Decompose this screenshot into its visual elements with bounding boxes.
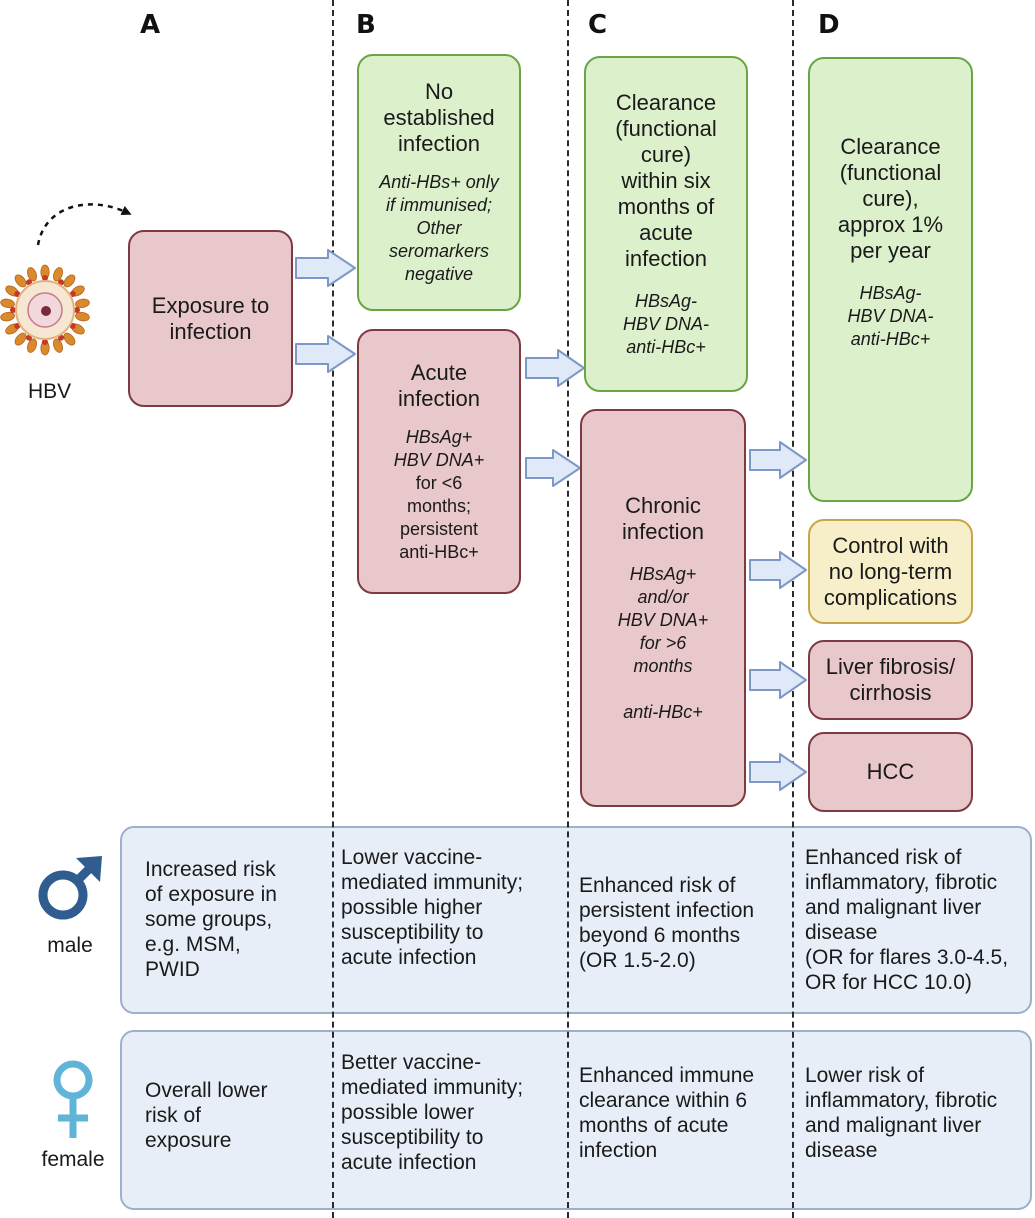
column-header-d: D — [818, 10, 840, 40]
column-divider-ab — [332, 0, 334, 1218]
clearance-c-markers: HBsAg- HBV DNA- anti-HBc+ — [622, 290, 709, 357]
female-risk-band — [120, 1030, 1032, 1210]
column-header-c: C — [588, 10, 608, 40]
female-label: female — [41, 1148, 105, 1171]
female-symbol-icon — [53, 1060, 93, 1138]
acute-title: Acute infection — [398, 359, 480, 411]
fibrosis-title: Liver fibrosis/ cirrhosis — [825, 654, 956, 705]
hcc-title: HCC — [866, 759, 915, 784]
exposure-title: Exposure to infection — [151, 292, 270, 344]
chronic-title: Chronic infection — [622, 492, 704, 544]
fibrosis-box: Liver fibrosis/ cirrhosis — [808, 640, 973, 720]
arrow-chronic-to-hcc — [749, 753, 807, 791]
no-infection-markers: Anti-HBs+ only if immunised; Other serom… — [379, 172, 499, 284]
female-column-d-text: Lower risk of inflammatory, fibrotic and… — [805, 1064, 998, 1162]
clearance-per-year-box: Clearance (functional cure), approx 1% p… — [808, 57, 973, 502]
arrow-chronic-to-control — [749, 551, 807, 589]
clearance-six-months-box: Clearance (functional cure) within six m… — [584, 56, 748, 392]
hcc-box: HCC — [808, 732, 973, 812]
acute-note: for <6 months; persistent anti-HBc+ — [399, 472, 479, 562]
control-title: Control with no long-term complications — [823, 532, 958, 610]
arrow-exposure-to-no-infection — [295, 249, 356, 287]
male-column-a-text: Increased risk of exposure in some group… — [145, 858, 277, 981]
column-header-a: A — [140, 10, 161, 40]
acute-markers: HBsAg+ HBV DNA+ — [393, 426, 485, 470]
clearance-d-title: Clearance (functional cure), approx 1% p… — [837, 134, 944, 263]
female-column-a-text: Overall lower risk of exposure — [145, 1079, 268, 1152]
male-label: male — [47, 934, 93, 957]
hbv-virus-icon — [0, 264, 90, 356]
acute-infection-box: Acute infection HBsAg+ HBV DNA+ for <6 m… — [357, 329, 521, 594]
column-divider-bc — [567, 0, 569, 1218]
arrow-chronic-to-clearance — [749, 441, 807, 479]
virus-label: HBV — [28, 380, 72, 403]
arrow-chronic-to-fibrosis — [749, 661, 807, 699]
female-column-c-text: Enhanced immune clearance within 6 month… — [579, 1064, 755, 1162]
arrow-acute-to-clearance — [525, 349, 585, 387]
exposure-box: Exposure to infection — [128, 230, 293, 407]
clearance-d-markers: HBsAg- HBV DNA- anti-HBc+ — [847, 283, 934, 349]
clearance-c-title: Clearance (functional cure) within six m… — [615, 89, 717, 271]
male-column-d-text: Enhanced risk of inflammatory, fibrotic … — [805, 846, 1009, 994]
no-infection-box: No established infection Anti-HBs+ only … — [357, 54, 521, 311]
male-column-b-text: Lower vaccine- mediated immunity; possib… — [341, 846, 524, 969]
male-column-c-text: Enhanced risk of persistent infection be… — [579, 874, 755, 972]
male-symbol-icon — [38, 856, 102, 920]
column-header-b: B — [356, 10, 376, 40]
male-risk-band — [120, 826, 1032, 1014]
control-box: Control with no long-term complications — [808, 519, 973, 624]
no-infection-title: No established infection — [383, 79, 495, 156]
chronic-infection-box: Chronic infection HBsAg+ and/or HBV DNA+… — [580, 409, 746, 807]
arrow-acute-to-chronic — [525, 449, 581, 487]
arrow-exposure-to-acute — [295, 335, 356, 373]
column-divider-cd — [792, 0, 794, 1218]
chronic-markers: HBsAg+ and/or HBV DNA+ for >6 months ant… — [617, 563, 709, 722]
female-column-b-text: Better vaccine- mediated immunity; possi… — [341, 1051, 524, 1174]
